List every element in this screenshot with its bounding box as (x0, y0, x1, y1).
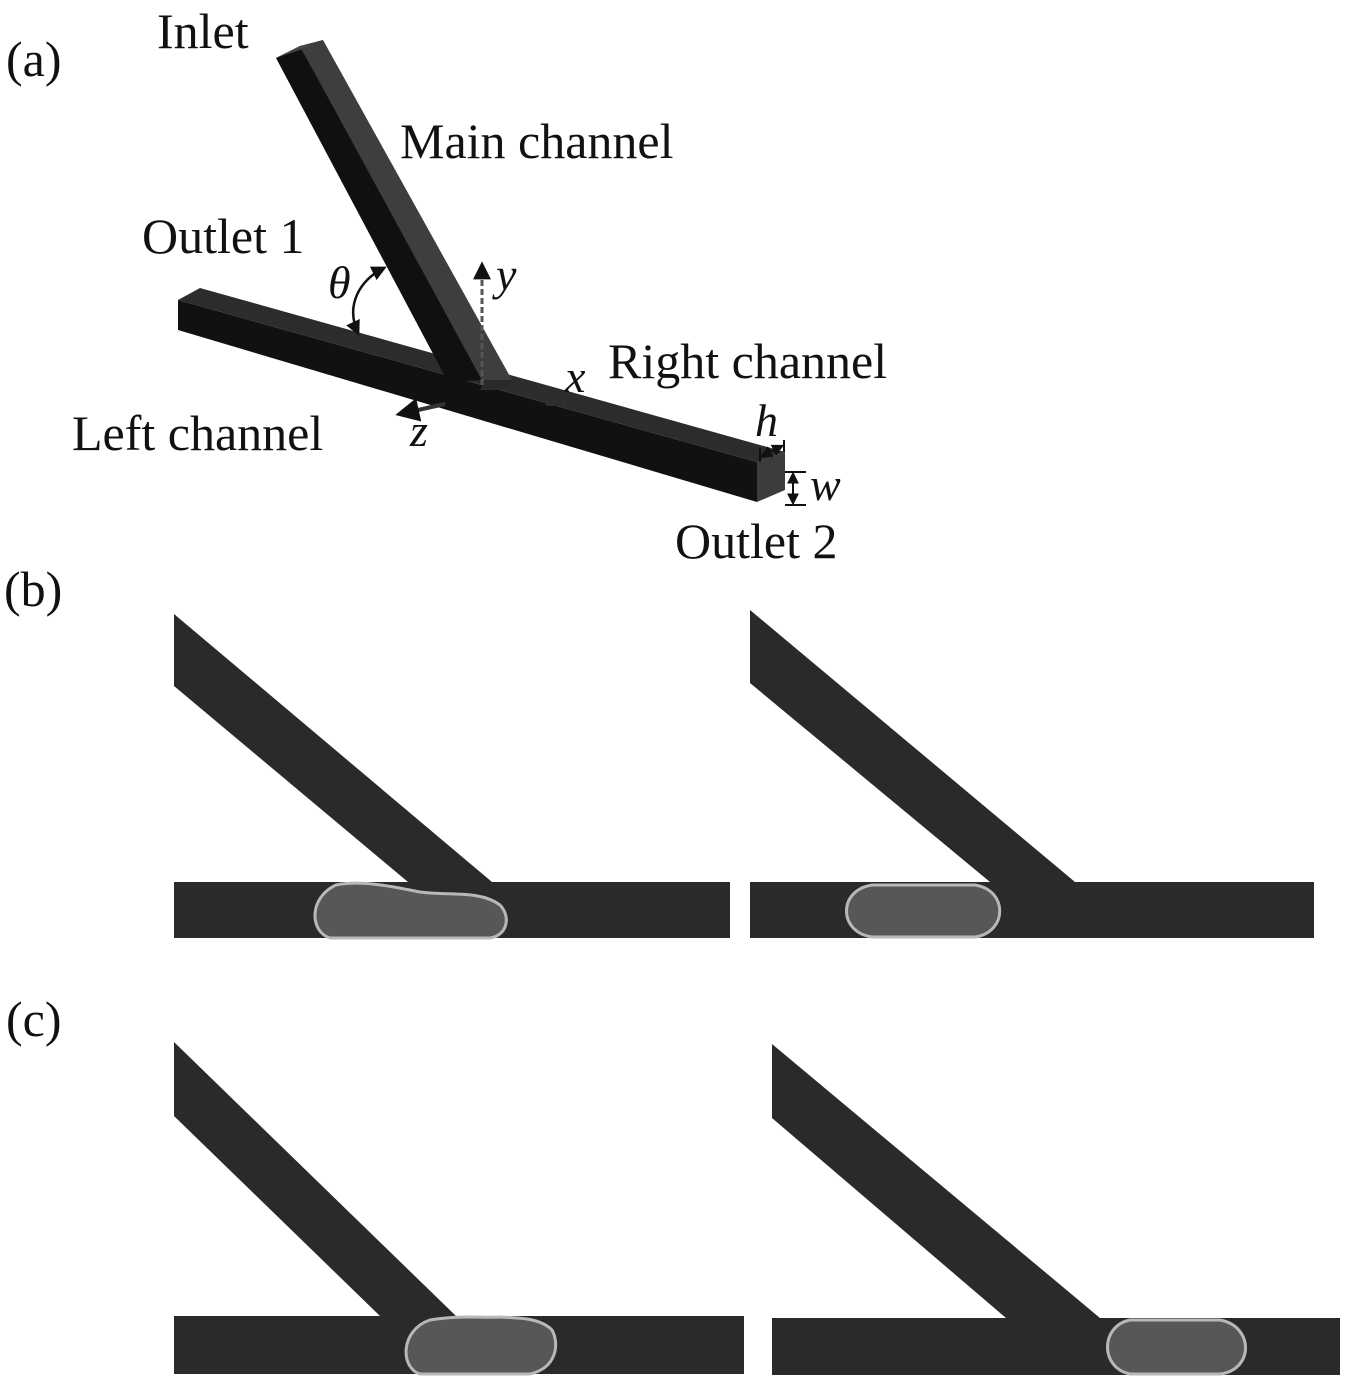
outlet1-label: Outlet 1 (142, 208, 304, 264)
panel-b-label: (b) (4, 561, 62, 617)
horizontal-channel-front-face (178, 300, 757, 502)
h-label: h (755, 395, 778, 446)
theta-label: θ (328, 257, 351, 308)
main-channel-3d (276, 40, 512, 384)
panel-c-left-junction (174, 1042, 744, 1376)
channel-2d (174, 614, 730, 938)
main-channel-lit-face (300, 40, 512, 384)
z-axis-arrow (395, 398, 446, 422)
channel-2d (750, 610, 1314, 938)
channel-2d (174, 1042, 744, 1374)
left-channel-label: Left channel (72, 405, 323, 461)
droplet (845, 883, 1002, 939)
main-channel-dark-face (276, 46, 484, 382)
droplet (404, 1315, 558, 1376)
channel-2d (772, 1044, 1340, 1375)
droplet (313, 881, 508, 940)
outlet2-end-face (757, 452, 785, 502)
panel-c-label: (c) (6, 991, 62, 1047)
panel-c: (c) (6, 991, 1340, 1376)
panel-b-left-junction (174, 614, 730, 940)
w-label: w (810, 459, 841, 510)
outlet2-label: Outlet 2 (675, 513, 837, 569)
junction-highlight (480, 380, 512, 390)
panel-a-label: (a) (6, 31, 62, 87)
h-dimension (759, 440, 785, 462)
w-dimension (785, 471, 806, 506)
main-channel-label: Main channel (400, 113, 674, 169)
panel-c-right-junction (772, 1044, 1340, 1376)
y-axis-label: y (492, 249, 517, 300)
x-axis-label: x (564, 351, 586, 402)
right-channel-label: Right channel (608, 333, 887, 389)
panel-b-right-junction (750, 610, 1314, 939)
theta-angle-arc (346, 266, 387, 336)
main-channel-inlet-cap (276, 40, 323, 58)
panel-b: (b) (4, 561, 1314, 940)
inlet-label: Inlet (157, 3, 249, 59)
x-axis-marker (545, 400, 567, 406)
droplet (1106, 1318, 1247, 1376)
z-axis-label: z (409, 405, 428, 456)
panel-a: (a) I (6, 3, 887, 569)
